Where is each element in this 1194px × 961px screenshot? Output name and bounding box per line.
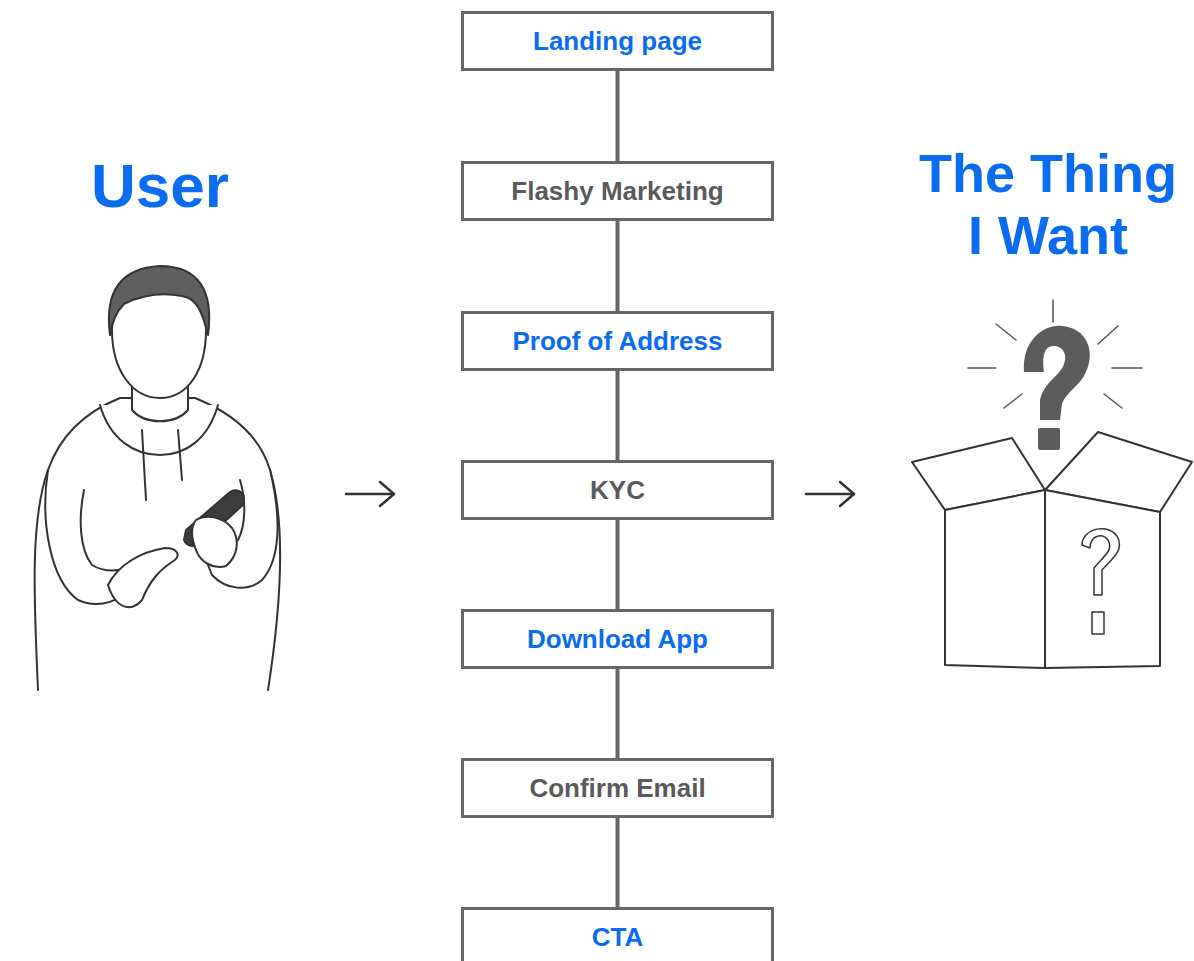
question-mark: [1024, 326, 1090, 450]
process-box: Download App: [461, 609, 774, 669]
connector-line: [616, 71, 620, 161]
connector-line: [616, 669, 620, 758]
process-box: Landing page: [461, 11, 774, 71]
arrow-shaft: [346, 493, 394, 496]
open-hand: [108, 548, 178, 607]
drawstring-right: [178, 430, 182, 480]
sparkle-rays: [968, 300, 1142, 408]
step-label: Confirm Email: [519, 773, 715, 804]
process-box: Confirm Email: [461, 758, 774, 818]
connector-line: [616, 221, 620, 311]
ray: [1004, 394, 1022, 408]
connector-line: [616, 818, 620, 907]
user-figure: [35, 266, 280, 690]
step-label: Proof of Address: [503, 326, 733, 357]
box-side: [1045, 490, 1160, 668]
step-label: CTA: [582, 922, 654, 953]
process-box: Proof of Address: [461, 311, 774, 371]
process-box: Flashy Marketing: [461, 161, 774, 221]
step-label: Download App: [517, 624, 718, 655]
connector-line: [616, 371, 620, 460]
actor-label: User: [40, 150, 280, 221]
step-label: KYC: [580, 475, 655, 506]
mystery-box: [912, 432, 1192, 668]
ray: [1112, 367, 1142, 369]
connector-line: [616, 520, 620, 609]
ray: [968, 367, 996, 369]
holding-hand: [192, 517, 237, 567]
drawstring-left: [142, 430, 146, 500]
arrow-head: [380, 482, 394, 506]
box-front: [945, 490, 1045, 668]
question-curve: [1024, 326, 1090, 420]
box-side-question: [1082, 529, 1119, 634]
goal-label: The Thing I Want: [906, 142, 1190, 266]
hoodie-body: [35, 398, 280, 690]
hair: [109, 266, 209, 335]
arrow-shaft: [806, 493, 854, 496]
process-box: CTA: [461, 907, 774, 961]
question-dot: [1038, 428, 1060, 450]
ray: [996, 324, 1016, 340]
ray: [1052, 300, 1054, 322]
step-label: Landing page: [523, 26, 712, 57]
step-label: Flashy Marketing: [501, 176, 733, 207]
ray: [1098, 326, 1118, 344]
process-box: KYC: [461, 460, 774, 520]
arrow-head: [840, 482, 854, 506]
ray: [1104, 394, 1122, 408]
